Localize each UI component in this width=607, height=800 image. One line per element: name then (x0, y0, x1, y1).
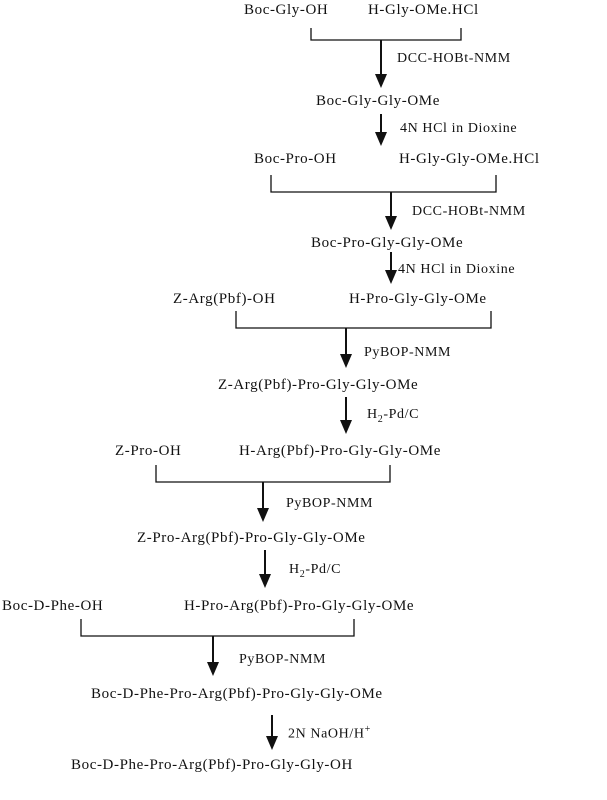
reactant-2-left: Boc-Pro-OH (254, 151, 337, 167)
reactant-3-right: H-Pro-Gly-Gly-OMe (349, 291, 487, 307)
reactant-4-left: Z-Pro-OH (115, 443, 182, 459)
product-3: Z-Arg(Pbf)-Pro-Gly-Gly-OMe (218, 377, 419, 393)
reagent-4: PyBOP-NMM (286, 496, 374, 511)
product-1: Boc-Gly-Gly-OMe (316, 93, 440, 109)
reagent-1: DCC-HOBt-NMM (397, 51, 511, 66)
coupling-bracket-1 (310, 28, 462, 41)
reaction-arrow-8 (259, 550, 271, 588)
reactant-5-left: Boc-D-Phe-OH (2, 598, 104, 614)
reagent-5: PyBOP-NMM (239, 652, 327, 667)
reactant-3-left: Z-Arg(Pbf)-OH (173, 291, 276, 307)
coupling-bracket-2 (270, 175, 497, 193)
reaction-arrow-2 (375, 114, 387, 146)
deprotection-1: 4N HCl in Dioxine (400, 121, 518, 136)
reagent-2: DCC-HOBt-NMM (412, 204, 526, 219)
reactant-1-right: H-Gly-OMe.HCl (368, 2, 479, 18)
reactant-5-right: H-Pro-Arg(Pbf)-Pro-Gly-Gly-OMe (184, 598, 415, 614)
reactant-1-left: Boc-Gly-OH (244, 2, 329, 18)
reaction-arrow-1 (375, 40, 387, 88)
reaction-arrow-10 (266, 715, 278, 750)
product-2: Boc-Pro-Gly-Gly-OMe (311, 235, 464, 251)
coupling-bracket-5 (80, 619, 355, 637)
reaction-arrow-3 (385, 192, 397, 230)
reaction-arrow-4 (385, 252, 397, 284)
reaction-arrow-6 (340, 397, 352, 434)
coupling-bracket-3 (235, 311, 492, 329)
reactant-2-right: H-Gly-Gly-OMe.HCl (399, 151, 540, 167)
product-5: Boc-D-Phe-Pro-Arg(Pbf)-Pro-Gly-Gly-OMe (91, 686, 383, 702)
coupling-bracket-4 (155, 465, 391, 483)
deprotection-2: 4N HCl in Dioxine (398, 262, 516, 277)
reactant-4-right: H-Arg(Pbf)-Pro-Gly-Gly-OMe (239, 443, 441, 459)
reaction-arrow-7 (257, 482, 269, 522)
reagent-3: PyBOP-NMM (364, 345, 452, 360)
deprotection-4: H2-Pd/C (289, 562, 342, 580)
final-product: Boc-D-Phe-Pro-Arg(Pbf)-Pro-Gly-Gly-OH (71, 757, 353, 773)
deprotection-3: H2-Pd/C (367, 407, 420, 425)
reaction-arrow-9 (207, 636, 219, 676)
product-4: Z-Pro-Arg(Pbf)-Pro-Gly-Gly-OMe (137, 530, 366, 546)
hydrolysis-conditions: 2N NaOH/H+ (288, 724, 371, 742)
reaction-arrow-5 (340, 328, 352, 368)
